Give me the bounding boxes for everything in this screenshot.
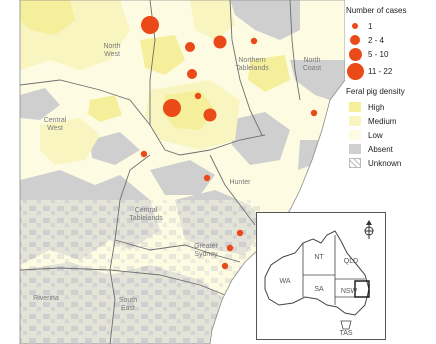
high-density-areas bbox=[20, 0, 290, 130]
cases-legend-row: 5 - 10 bbox=[346, 47, 434, 61]
case-marker-1 bbox=[140, 150, 148, 158]
inset-labels: NT QLD WA SA NSW TAS bbox=[279, 254, 358, 337]
inset-svg: NT QLD WA SA NSW TAS bbox=[264, 220, 374, 337]
inset-label-sa: SA bbox=[314, 286, 324, 293]
inset-label-tas: TAS bbox=[339, 330, 352, 337]
cases-legend: 1 2 - 4 5 - 10 11 - 22 bbox=[346, 19, 434, 81]
nsw-highlight-box bbox=[354, 280, 370, 298]
cases-legend-label: 5 - 10 bbox=[368, 49, 389, 59]
region-label-riverina: Riverina bbox=[33, 295, 59, 302]
region-boundaries bbox=[20, 0, 301, 344]
state-borders bbox=[302, 235, 365, 305]
case-marker-1 bbox=[250, 37, 258, 45]
density-legend-row: Medium bbox=[346, 114, 434, 128]
case-marker-5-10 bbox=[203, 108, 217, 122]
density-legend-label: Absent bbox=[368, 144, 393, 154]
case-marker-1 bbox=[310, 109, 318, 117]
case-marker-11-22 bbox=[163, 99, 181, 117]
density-legend-row: Absent bbox=[346, 142, 434, 156]
case-marker-11-22 bbox=[141, 16, 159, 34]
region-label-hunter: Hunter bbox=[229, 179, 251, 186]
density-swatch bbox=[349, 158, 361, 168]
inset-label-wa: WA bbox=[279, 278, 290, 285]
australia-outline bbox=[264, 230, 370, 316]
cases-legend-row: 2 - 4 bbox=[346, 33, 434, 47]
density-legend-row: High bbox=[346, 100, 434, 114]
case-dot-icon bbox=[346, 62, 364, 80]
density-legend-label: Low bbox=[368, 130, 383, 140]
inset-label-qld: QLD bbox=[344, 258, 358, 265]
density-legend-row: Low bbox=[346, 128, 434, 142]
density-legend-label: High bbox=[368, 102, 385, 112]
case-marker-5-10 bbox=[213, 35, 227, 49]
north-arrow-icon bbox=[364, 220, 374, 239]
density-swatch bbox=[349, 116, 361, 126]
case-marker-1 bbox=[226, 244, 234, 252]
map-legend: Number of cases 1 2 - 4 5 - 10 11 - 22 Fera… bbox=[346, 6, 434, 170]
australia-inset-map: NT QLD WA SA NSW TAS bbox=[256, 212, 386, 340]
density-swatch bbox=[349, 130, 361, 140]
cases-legend-label: 1 bbox=[368, 21, 373, 31]
case-marker-1 bbox=[203, 174, 211, 182]
case-marker-1 bbox=[221, 262, 229, 270]
tasmania-shape bbox=[340, 320, 352, 330]
cases-legend-row: 1 bbox=[346, 19, 434, 33]
inset-label-nt: NT bbox=[314, 254, 324, 261]
density-legend-row: Unknown bbox=[346, 156, 434, 170]
cases-legend-label: 2 - 4 bbox=[368, 35, 385, 45]
case-dot-icon bbox=[346, 23, 364, 29]
case-dot-icon bbox=[346, 47, 364, 61]
cases-legend-label: 11 - 22 bbox=[368, 66, 393, 76]
case-marker-1 bbox=[236, 229, 244, 237]
cases-legend-row: 11 - 22 bbox=[346, 61, 434, 81]
case-dot-icon bbox=[346, 35, 364, 45]
case-marker-1 bbox=[194, 92, 202, 100]
density-legend-title: Feral pig density bbox=[346, 87, 405, 96]
density-legend-label: Medium bbox=[368, 116, 397, 126]
density-legend-label: Unknown bbox=[368, 158, 402, 168]
case-marker-2-4 bbox=[187, 69, 197, 79]
case-markers bbox=[140, 16, 318, 270]
cases-legend-title: Number of cases bbox=[346, 6, 407, 15]
density-swatch bbox=[349, 102, 361, 112]
density-swatch bbox=[349, 144, 361, 154]
case-marker-2-4 bbox=[185, 42, 195, 52]
inset-label-nsw: NSW bbox=[341, 288, 358, 295]
